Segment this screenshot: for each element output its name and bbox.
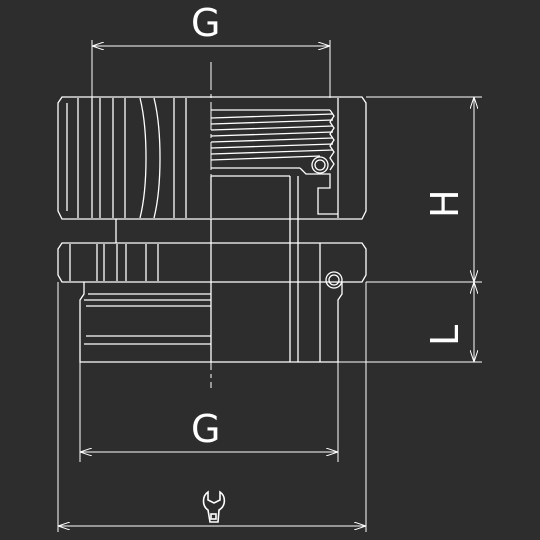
dimension-lines bbox=[59, 46, 474, 526]
length-label: L bbox=[423, 324, 467, 346]
lower-flange bbox=[57, 242, 367, 300]
thread-section bbox=[210, 98, 339, 218]
wrench-icon bbox=[202, 490, 226, 523]
thread-label-bottom: G bbox=[191, 407, 221, 451]
top-nut bbox=[57, 96, 367, 220]
height-label: H bbox=[423, 189, 467, 218]
neck bbox=[115, 175, 299, 362]
thread-label-top: G bbox=[191, 1, 221, 45]
extension-lines bbox=[57, 40, 482, 532]
lower-shank bbox=[79, 282, 343, 363]
